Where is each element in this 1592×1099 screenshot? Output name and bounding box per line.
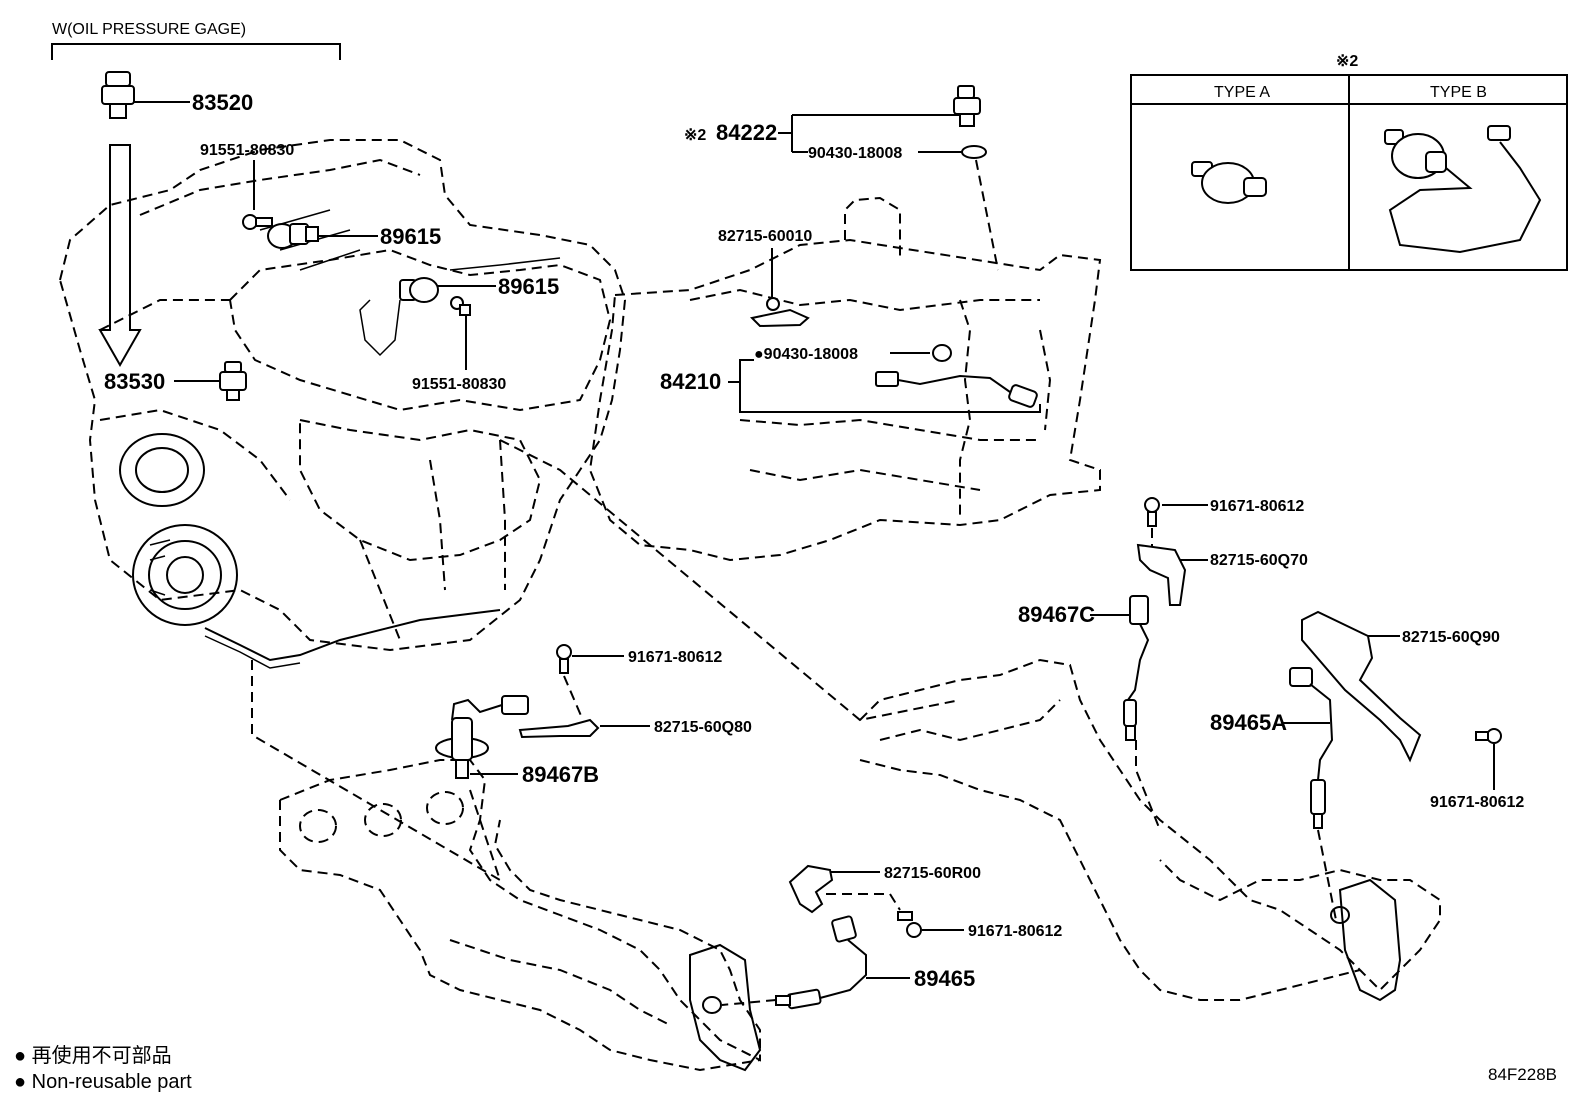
bolt-icon bbox=[242, 214, 273, 230]
knock-sensor-icon bbox=[359, 277, 439, 357]
callout-89465: 89465 bbox=[914, 966, 975, 991]
callout-83520: 83520 bbox=[192, 90, 253, 115]
type-table: ※2 TYPE A TYPE B bbox=[1130, 53, 1568, 271]
callout-82715-60Q70: 82715-60Q70 bbox=[1210, 552, 1308, 569]
callout-91671-80612-r1: 91671-80612 bbox=[1210, 498, 1304, 515]
engine-icon bbox=[58, 139, 627, 669]
callout-89465A: 89465A bbox=[1210, 710, 1287, 735]
oil-pressure-switch-icon bbox=[953, 85, 981, 127]
transmission-icon bbox=[588, 196, 1102, 562]
bolt-icon bbox=[1475, 728, 1502, 744]
arrow-down-icon bbox=[98, 144, 142, 368]
type-a-header: TYPE A bbox=[1214, 84, 1270, 101]
oxygen-sensor-icon bbox=[875, 371, 1038, 408]
oil-pressure-switch-icon bbox=[101, 71, 135, 119]
exhaust-manifold-icon bbox=[279, 759, 762, 1072]
callout-91671-80612-r2: 91671-80612 bbox=[1430, 794, 1524, 811]
bolt-icon bbox=[450, 296, 471, 316]
bracket-icon bbox=[1301, 610, 1422, 763]
bracket-icon bbox=[1136, 543, 1187, 606]
callout-84222-mark: ※2 bbox=[684, 127, 706, 144]
callout-90430-18008-top: 90430-18008 bbox=[808, 145, 902, 162]
type-b-header: TYPE B bbox=[1430, 84, 1487, 101]
oil-pressure-switch-icon bbox=[1384, 125, 1542, 254]
bolt-icon bbox=[897, 911, 922, 938]
callout-89467C: 89467C bbox=[1018, 602, 1095, 627]
callout-82715-60010: 82715-60010 bbox=[718, 228, 812, 245]
callout-84210: 84210 bbox=[660, 369, 721, 394]
callout-89615-top: 89615 bbox=[380, 224, 441, 249]
diagram-code: 84F228B bbox=[1488, 1065, 1557, 1084]
callout-83530: 83530 bbox=[104, 369, 165, 394]
oxygen-sensor-icon bbox=[775, 915, 867, 1010]
oxygen-sensor-icon bbox=[435, 695, 529, 779]
callout-89615-mid: 89615 bbox=[498, 274, 559, 299]
variant-bracket bbox=[51, 43, 341, 60]
type-table-mark: ※2 bbox=[1336, 53, 1358, 70]
bracket-icon bbox=[518, 718, 600, 739]
bolt-icon bbox=[1144, 497, 1160, 527]
legend-jp: ● 再使用不可部品 bbox=[14, 1044, 172, 1067]
callout-91551-80830-top: 91551-80830 bbox=[200, 142, 294, 159]
oxygen-sensor-icon bbox=[1289, 667, 1334, 829]
callout-90430-18008-mid: ●90430-18008 bbox=[754, 346, 858, 363]
callout-82715-60R00: 82715-60R00 bbox=[884, 865, 981, 882]
callout-82715-60Q80: 82715-60Q80 bbox=[654, 719, 752, 736]
bracket-icon bbox=[788, 864, 834, 914]
gasket-icon bbox=[932, 344, 952, 362]
exhaust-manifold-icon bbox=[859, 658, 1441, 1002]
bolt-icon bbox=[556, 644, 572, 674]
gasket-icon bbox=[961, 145, 987, 159]
callout-82715-60Q90: 82715-60Q90 bbox=[1402, 629, 1500, 646]
callout-89467B: 89467B bbox=[522, 762, 599, 787]
bracket-icon bbox=[749, 297, 810, 328]
callout-91671-80612-b: 91671-80612 bbox=[968, 923, 1062, 940]
knock-sensor-icon bbox=[267, 223, 319, 249]
oxygen-sensor-icon bbox=[1123, 595, 1150, 741]
callout-91671-80612-l: 91671-80612 bbox=[628, 649, 722, 666]
oil-pressure-switch-icon bbox=[1191, 161, 1267, 204]
oil-pressure-switch-icon bbox=[219, 361, 247, 401]
callout-84222: 84222 bbox=[716, 120, 777, 145]
variant-header: W(OIL PRESSURE GAGE) bbox=[52, 21, 246, 38]
callout-91551-80830-mid: 91551-80830 bbox=[412, 376, 506, 393]
legend-en: ● Non-reusable part bbox=[14, 1071, 192, 1093]
